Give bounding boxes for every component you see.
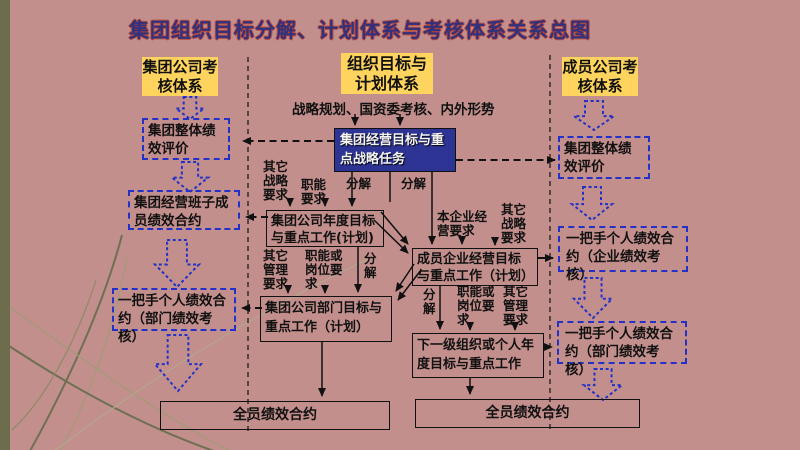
dotted-down-arrow-icon	[152, 334, 204, 393]
slide-title: 集团组织目标分解、计划体系与考核体系关系总图	[129, 18, 591, 42]
label-other-mgmt-left: 其它管理要求	[263, 248, 289, 291]
header-left: 集团公司考核体系	[142, 57, 218, 96]
dotted-down-arrow-icon	[152, 239, 202, 289]
dotted-down-arrow-icon	[173, 96, 207, 121]
header-right: 成员公司考核体系	[562, 57, 638, 96]
decorative-curves	[0, 234, 371, 450]
label-decompose-2: 分解	[401, 176, 427, 191]
dept-goal-box: 集团公司部门目标与重点工作（计划）	[260, 296, 392, 342]
label-func-post-left: 职能或岗位要求	[305, 248, 343, 291]
dotted-down-arrow-icon	[569, 186, 615, 222]
label-decompose-3: 分解	[364, 251, 377, 280]
dotted-down-arrow-icon	[571, 277, 615, 320]
label-other-mgmt-right: 其它管理要求	[503, 284, 529, 327]
label-decompose-4: 分解	[423, 287, 436, 316]
annual-goal-box: 集团公司年度目标与重点工作(计划)	[266, 210, 384, 247]
label-decompose-1: 分解	[346, 176, 372, 191]
label-other-strategy-left: 其它战略要求	[263, 159, 289, 202]
solid-arrows	[284, 114, 519, 397]
double-diagonal-arrows	[373, 211, 422, 301]
label-own-business: 本企业经营要求	[437, 209, 488, 238]
left-leader-contract-box: 一把手个人绩效合约（部门绩效考核）	[112, 288, 236, 345]
all-staff-contract-left: 全员绩效合约	[160, 401, 390, 430]
label-func-post-right: 职能或岗位要求	[457, 284, 495, 327]
dashed-arrows	[241, 137, 556, 351]
left-team-contract-box: 集团经营班子成员绩效合约	[128, 190, 240, 230]
dotted-block-arrows	[152, 96, 625, 402]
right-leader-company-box: 一把手个人绩效合约（企业绩效考核）	[558, 226, 688, 283]
label-other-strategy-right: 其它战略要求	[501, 202, 527, 245]
dotted-down-arrow-icon	[581, 368, 625, 402]
dotted-down-arrow-icon	[169, 161, 211, 194]
left-overall-eval-box: 集团整体绩效评价	[142, 118, 230, 160]
strategy-inputs: 战略规划、国资委考核、内外形势	[292, 102, 495, 118]
dotted-down-arrow-icon	[570, 100, 618, 132]
member-goal-box: 成员企业经营目标与重点工作（计划）	[412, 248, 538, 286]
next-level-goal-box: 下一级组织或个人年度目标与重点工作	[412, 333, 544, 378]
group-goal-box: 集团经营目标与重点战略任务	[334, 128, 456, 172]
right-overall-eval-box: 集团整体绩效评价	[558, 136, 650, 179]
left-edge-strip	[0, 0, 10, 450]
right-leader-dept-box: 一把手个人绩效合约（部门绩效考核）	[557, 321, 687, 378]
label-functional: 职能要求	[301, 177, 327, 206]
all-staff-contract-right: 全员绩效合约	[415, 399, 640, 428]
header-center: 组织目标与计划体系	[341, 53, 433, 94]
